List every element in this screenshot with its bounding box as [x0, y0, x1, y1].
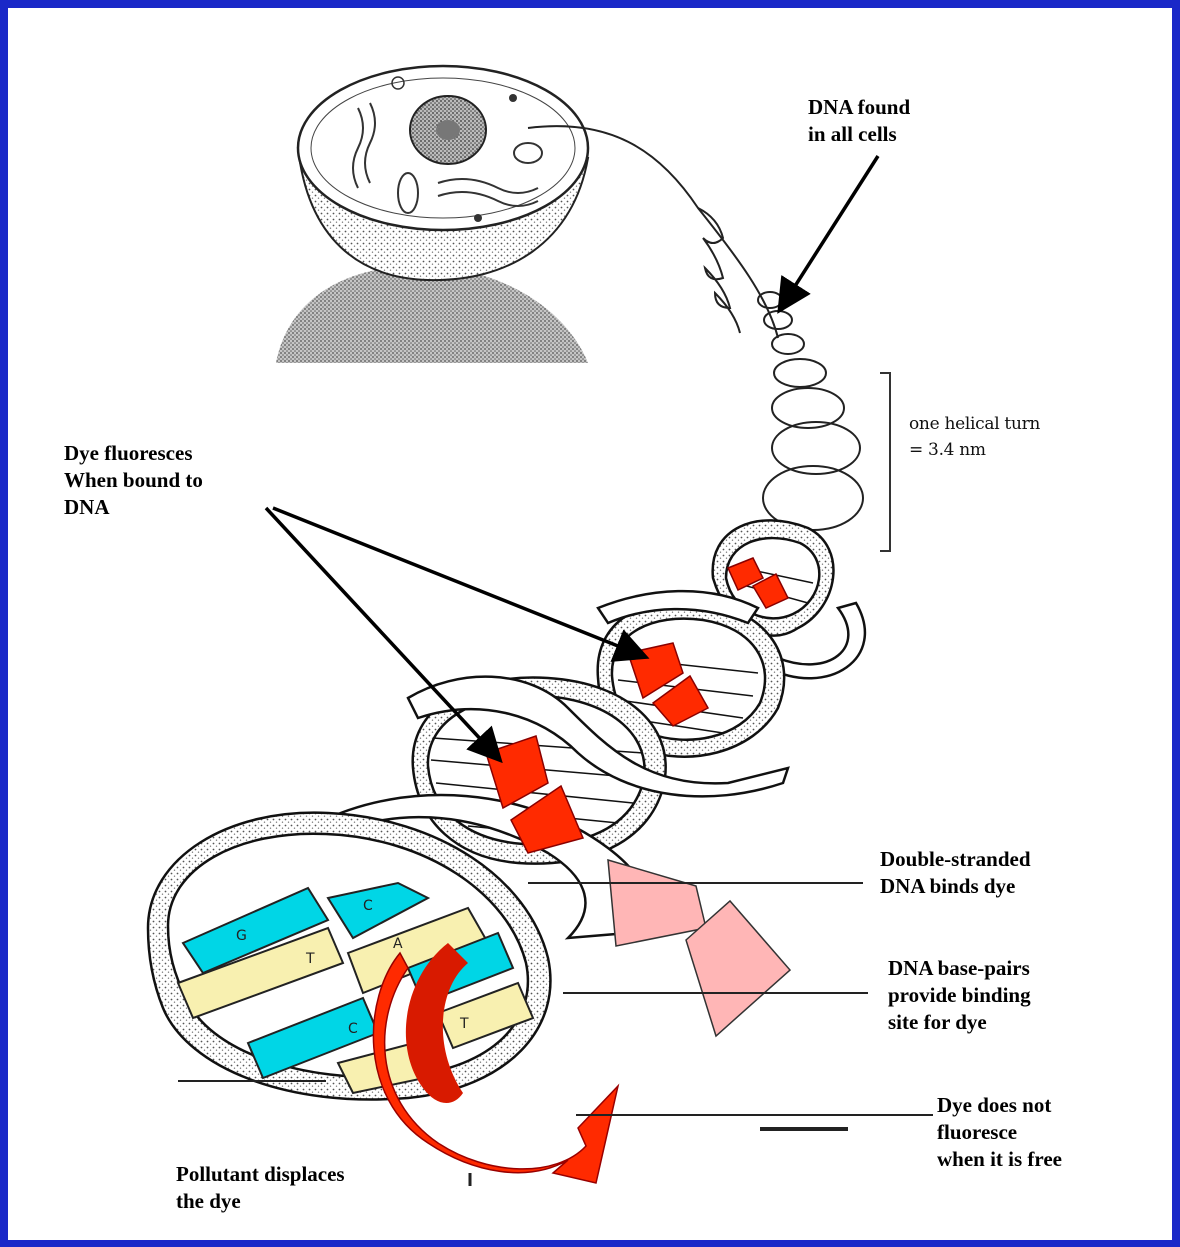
- svg-text:C: C: [348, 1021, 358, 1037]
- label-dna-found: DNA found in all cells: [808, 94, 910, 148]
- label-dye-free: Dye does not fluoresce when it is free: [937, 1092, 1062, 1173]
- svg-text:A: A: [393, 936, 403, 952]
- slide-canvas: G C T A C T DNA found in all c: [8, 8, 1172, 1240]
- dna-illustration: G C T A C T: [8, 8, 1172, 1240]
- label-double-stranded: Double-stranded DNA binds dye: [880, 846, 1031, 900]
- label-dye-fluoresces: Dye fluoresces When bound to DNA: [64, 440, 203, 521]
- label-base-pairs: DNA base-pairs provide binding site for …: [888, 955, 1031, 1036]
- svg-text:C: C: [363, 898, 373, 914]
- label-pollutant: Pollutant displaces the dye: [176, 1161, 345, 1215]
- svg-text:G: G: [236, 928, 247, 944]
- svg-text:T: T: [305, 951, 315, 967]
- helical-turn-bracket: [880, 373, 890, 551]
- free-dye: [608, 860, 790, 1036]
- label-helical-turn: one helical turn = 3.4 nm: [909, 411, 1040, 463]
- svg-text:T: T: [459, 1016, 469, 1032]
- cell-drawing: [298, 66, 588, 280]
